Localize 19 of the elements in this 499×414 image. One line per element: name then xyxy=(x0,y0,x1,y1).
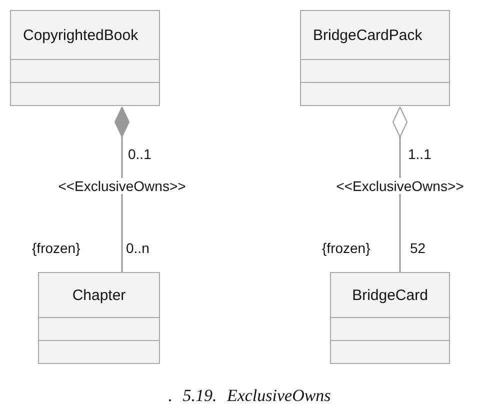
class-name: Chapter xyxy=(39,273,159,318)
multiplicity-label: 1..1 xyxy=(408,146,432,162)
multiplicity-label: 0..n xyxy=(126,240,150,256)
stereotype-label: <<ExclusiveOwns>> xyxy=(56,178,188,194)
class-box xyxy=(330,272,450,364)
multiplicity-label: 52 xyxy=(410,240,426,256)
multiplicity-label: 0..1 xyxy=(128,146,152,162)
stereotype-label: <<ExclusiveOwns>> xyxy=(334,178,466,194)
class-box xyxy=(10,10,160,106)
class-box xyxy=(300,10,450,106)
class-name: CopyrightedBook xyxy=(11,11,159,60)
composition-line xyxy=(114,106,130,272)
class-name: BridgeCard xyxy=(331,273,449,318)
multiplicity-label: {frozen} xyxy=(32,240,80,256)
figure-caption: . 5.19. ExclusiveOwns xyxy=(167,386,332,406)
class-name: BridgeCardPack xyxy=(301,11,449,60)
multiplicity-label: {frozen} xyxy=(322,240,370,256)
class-box xyxy=(38,272,160,364)
composition-line xyxy=(392,106,408,272)
